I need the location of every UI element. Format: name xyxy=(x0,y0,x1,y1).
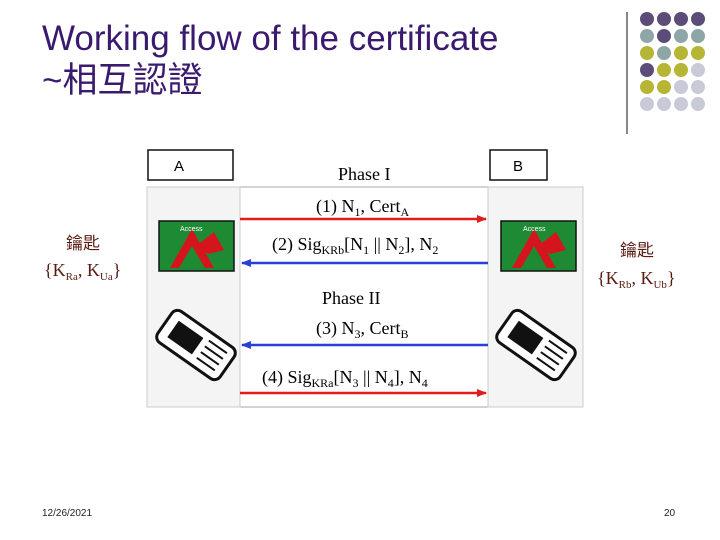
slide-page-number: 20 xyxy=(664,508,676,519)
key-word-b: 鑰匙 xyxy=(620,241,654,261)
decor-dot xyxy=(691,63,705,77)
decor-dot xyxy=(640,63,654,77)
decor-dot xyxy=(674,97,688,111)
panel-b xyxy=(487,186,584,408)
message-4: (4) SigKRa[N3 || N4], N4 xyxy=(262,367,428,390)
decor-dot xyxy=(674,46,688,60)
party-b-box xyxy=(489,149,548,181)
decor-dot xyxy=(640,46,654,60)
decor-dot xyxy=(674,80,688,94)
key-word-a: 鑰匙 xyxy=(66,234,100,254)
access-card-b-icon: Access xyxy=(500,220,577,272)
decor-dot xyxy=(691,12,705,26)
title-divider xyxy=(626,12,628,134)
message-3: (3) N3, CertB xyxy=(316,318,409,341)
decor-dot xyxy=(640,80,654,94)
decor-dot xyxy=(640,29,654,43)
decor-dot xyxy=(657,46,671,60)
slide-date: 12/26/2021 xyxy=(42,508,93,519)
message-1: (1) N1, CertA xyxy=(316,196,410,219)
slide-title: Working flow of the certificate ~相互認證 xyxy=(42,18,612,102)
decor-dot xyxy=(640,97,654,111)
decor-dot xyxy=(691,29,705,43)
party-b-label: B xyxy=(513,158,523,175)
decor-dot xyxy=(657,63,671,77)
decor-dot xyxy=(657,80,671,94)
access-card-b-label: Access xyxy=(523,226,546,233)
message-2: (2) SigKRb[N1 || N2], N2 xyxy=(272,234,438,257)
card-reader-a-icon xyxy=(155,308,237,382)
decor-dot xyxy=(674,12,688,26)
access-card-a-label: Access xyxy=(180,226,203,233)
card-reader-b-icon xyxy=(495,308,577,382)
decor-dot xyxy=(657,12,671,26)
title-line-1: Working flow of the certificate xyxy=(42,19,499,58)
key-pair-a: {KRa, KUa} xyxy=(44,260,121,283)
decor-dot xyxy=(657,29,671,43)
phase-1-label: Phase I xyxy=(338,164,391,184)
decor-dot xyxy=(691,97,705,111)
decor-dot xyxy=(674,29,688,43)
key-pair-b: {KRb, KUb} xyxy=(597,268,676,291)
decor-dot xyxy=(691,46,705,60)
access-card-a-icon: Access xyxy=(158,220,235,272)
decor-dot xyxy=(640,12,654,26)
title-line-2: ~相互認證 xyxy=(42,61,203,100)
party-a-box xyxy=(147,149,234,181)
decor-dot xyxy=(691,80,705,94)
party-a-label: A xyxy=(174,158,184,175)
decor-dot xyxy=(657,97,671,111)
panel-a xyxy=(146,186,241,408)
phase-2-label: Phase II xyxy=(322,288,380,308)
decor-dot xyxy=(674,63,688,77)
